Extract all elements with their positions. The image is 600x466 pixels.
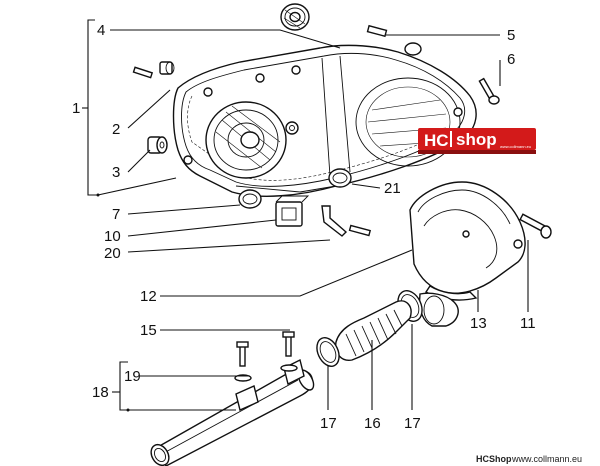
- pin-5: [366, 24, 388, 38]
- callout-3: 3: [112, 164, 120, 181]
- pin-2: [132, 61, 175, 79]
- callout-16: 16: [364, 415, 381, 432]
- bushing-3: [147, 136, 168, 154]
- footer-url: www.collmann.eu: [511, 454, 582, 464]
- bracket-20: [321, 205, 372, 237]
- bearing-4: [280, 3, 310, 31]
- bolt-6: [478, 77, 500, 105]
- callout-7: 7: [112, 206, 120, 223]
- callout-15: 15: [140, 322, 157, 339]
- footer-credit: HCShop www.collmann.eu: [476, 454, 582, 464]
- clamp-17-left: [316, 337, 340, 367]
- callout-19: 19: [124, 368, 141, 385]
- logo-box: [418, 128, 536, 150]
- bolt-11: [519, 213, 552, 239]
- callout-13: 13: [470, 315, 487, 332]
- callout-5: 5: [507, 27, 515, 44]
- bushing-top: [404, 42, 422, 56]
- transmission-cover: [172, 44, 477, 197]
- callout-2: 2: [112, 121, 120, 138]
- callout-12: 12: [140, 288, 157, 305]
- air-duct-13: [409, 181, 526, 327]
- bellows-hose-16: [335, 300, 412, 361]
- callout-11: 11: [520, 315, 536, 332]
- callout-1: 1: [72, 100, 80, 117]
- plug-21: [328, 168, 352, 188]
- logo-shop-text: shop: [456, 130, 497, 149]
- logo-sub-text: www.collmann.eu: [500, 144, 531, 149]
- hc-shop-logo: HC shop www.collmann.eu: [418, 128, 536, 154]
- leader-lines: [82, 19, 529, 412]
- clip-10: [275, 195, 310, 227]
- callout-10: 10: [104, 228, 121, 245]
- air-pipe-18: [150, 369, 315, 466]
- callout-17-left: 17: [320, 415, 337, 432]
- plug-7: [238, 189, 262, 209]
- callout-17-right: 17: [404, 415, 421, 432]
- callout-6: 6: [507, 51, 515, 68]
- logo-hc-text: HC: [424, 131, 449, 150]
- callout-4: 4: [97, 22, 105, 39]
- footer-brand: HCShop: [476, 454, 512, 464]
- callout-20: 20: [104, 245, 121, 262]
- bracket-19: [235, 358, 305, 411]
- callout-numbers: 1 4 5 6 2 3 7 21 10 20 12 13 11 15 19 18…: [72, 22, 536, 432]
- callout-18: 18: [92, 384, 109, 401]
- callout-21: 21: [384, 180, 401, 197]
